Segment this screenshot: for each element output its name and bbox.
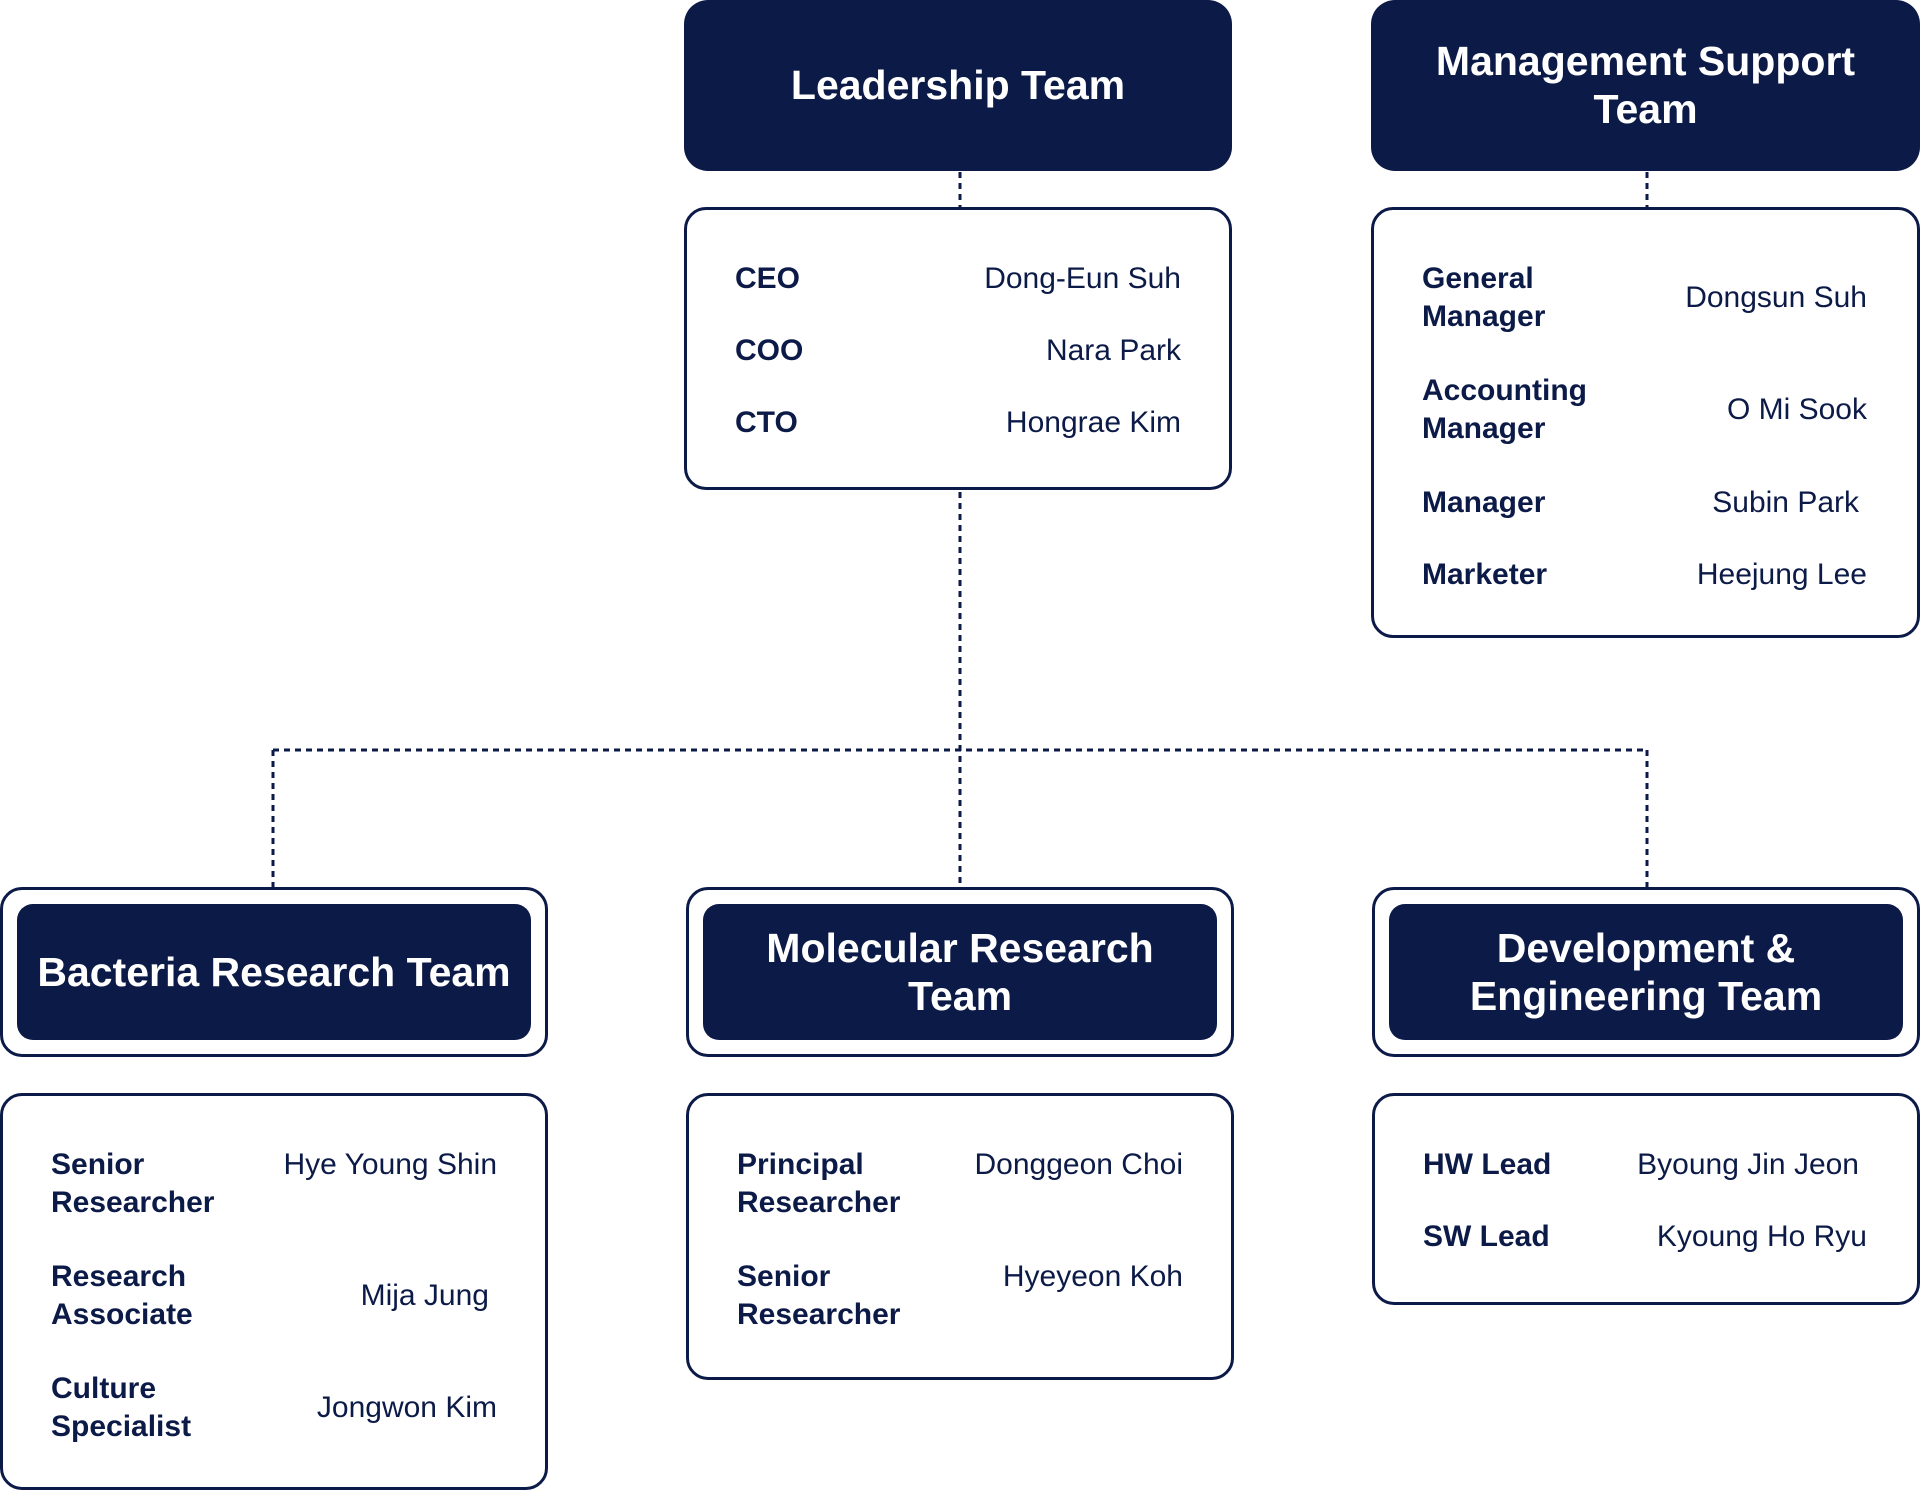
member-role: Culture Specialist [51,1372,192,1443]
member-row: Culture Specialist Jongwon Kim [51,1370,497,1446]
member-name: Dong-Eun Suh [984,262,1181,295]
member-row: Research Associate Mija Jung [51,1258,497,1334]
bacteria-research-team-header: Bacteria Research Team [0,887,548,1057]
bacteria-research-team-card: Senior Researcher Hye Young Shin Researc… [0,1093,548,1490]
member-role: CEO [735,262,801,295]
member-name: Kyoung Ho Ryu [1656,1220,1867,1253]
member-row: HW Lead Byoung Jin Jeon [1423,1146,1867,1184]
member-role: SW Lead [1423,1220,1550,1253]
member-row: COO Nara Park [735,332,1181,370]
member-name: O Mi Sook [1726,393,1867,426]
management-support-team-card: General Manager Dongsun Suh Accounting M… [1371,207,1920,638]
member-name: Hongrae Kim [1005,406,1181,439]
member-role: Principal Researcher [737,1148,901,1219]
leadership-team-card: CEO Dong-Eun Suh COO Nara Park CTO Hongr… [684,207,1232,490]
development-engineering-team-card: HW Lead Byoung Jin Jeon SW Lead Kyoung H… [1372,1093,1920,1305]
molecular-research-team-header: Molecular Research Team [686,887,1234,1057]
member-name: Mija Jung [360,1279,489,1312]
member-row: CEO Dong-Eun Suh [735,260,1181,298]
member-row: CTO Hongrae Kim [735,404,1181,442]
member-role: Marketer [1422,558,1548,591]
member-row: General Manager Dongsun Suh [1422,260,1867,336]
bacteria-research-team-title-box: Bacteria Research Team [17,904,531,1040]
molecular-research-team-card: Principal Researcher Donggeon Choi Senio… [686,1093,1234,1380]
member-row: Senior Researcher Hye Young Shin [51,1146,497,1222]
leadership-team-header: Leadership Team [684,0,1232,171]
member-row: Accounting Manager O Mi Sook [1422,372,1867,448]
member-name: Hye Young Shin [283,1148,497,1181]
member-role: Accounting Manager [1422,374,1587,445]
management-support-team-title: Management Support Team [1435,37,1856,132]
molecular-research-team-title-box: Molecular Research Team [703,904,1217,1040]
member-role: HW Lead [1423,1148,1552,1181]
member-name: Dongsun Suh [1685,281,1867,314]
member-role: Research Associate [51,1260,193,1331]
member-role: Senior Researcher [737,1260,901,1331]
management-support-team-header: Management Support Team [1371,0,1920,171]
member-row: Manager Subin Park [1422,484,1867,522]
member-role: CTO [735,406,798,439]
member-role: Manager [1422,486,1546,519]
development-engineering-team-title: Development & Engineering Team [1469,924,1823,1019]
member-role: General Manager [1422,262,1546,333]
member-name: Byoung Jin Jeon [1637,1148,1859,1181]
member-row: Principal Researcher Donggeon Choi [737,1146,1183,1222]
molecular-research-team-title: Molecular Research Team [766,924,1154,1019]
member-role: COO [735,334,804,367]
member-name: Jongwon Kim [316,1391,497,1424]
member-row: Marketer Heejung Lee [1422,556,1867,594]
member-name: Nara Park [1045,334,1181,367]
leadership-team-title: Leadership Team [790,61,1126,108]
member-row: Senior Researcher Hyeyeon Koh [737,1258,1183,1334]
member-row: SW Lead Kyoung Ho Ryu [1423,1218,1867,1256]
bacteria-research-team-title: Bacteria Research Team [37,948,511,995]
member-name: Donggeon Choi [974,1148,1184,1181]
development-engineering-team-header: Development & Engineering Team [1372,887,1920,1057]
member-name: Hyeyeon Koh [1002,1260,1183,1293]
member-name: Heejung Lee [1696,558,1867,591]
development-engineering-team-title-box: Development & Engineering Team [1389,904,1903,1040]
member-name: Subin Park [1712,486,1859,519]
member-role: Senior Researcher [51,1148,215,1219]
